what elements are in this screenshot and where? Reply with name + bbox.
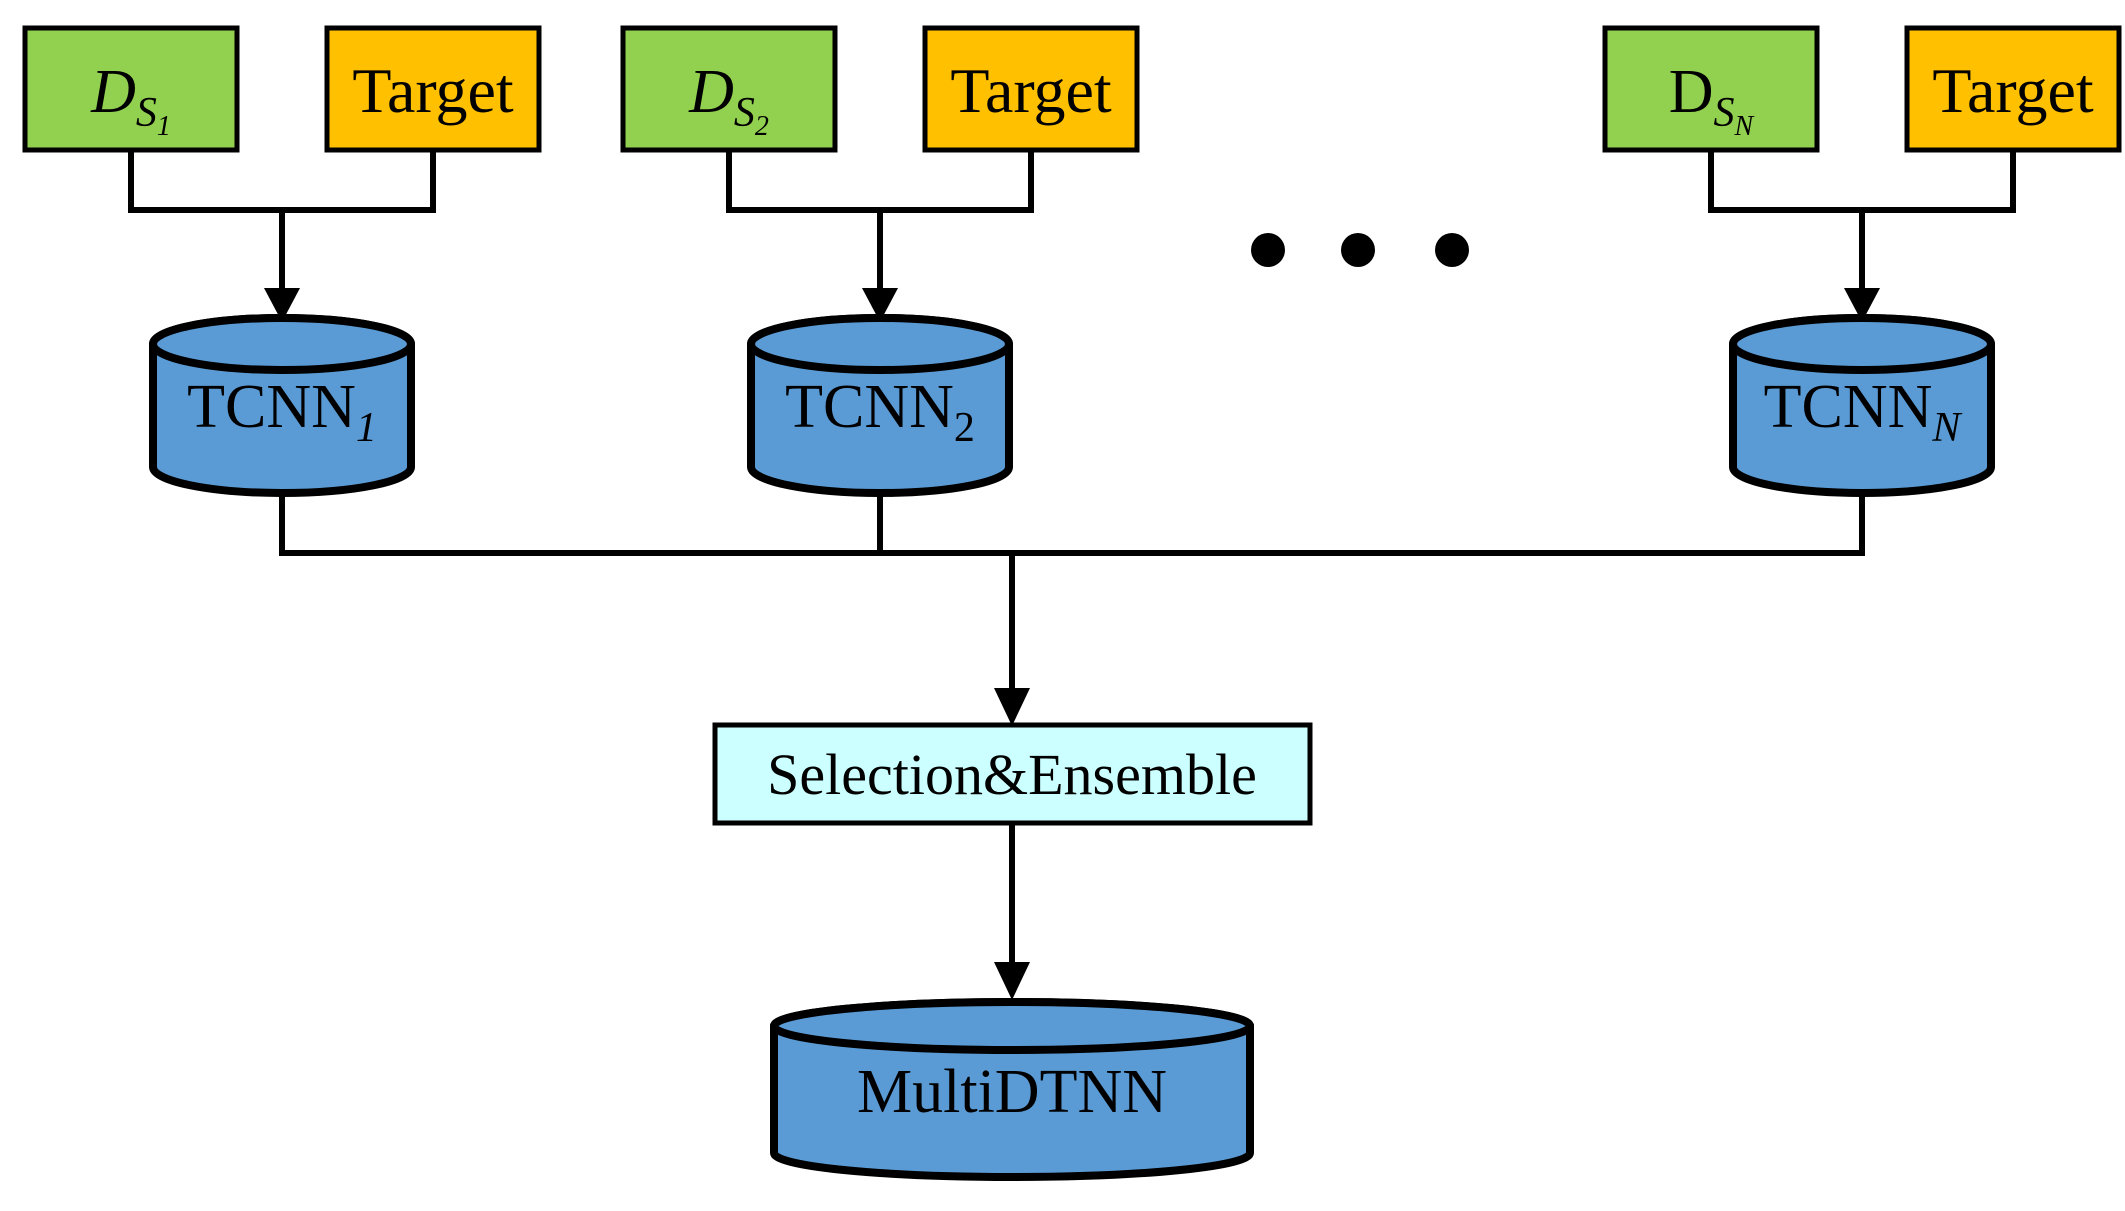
tcnn-cylinder-top-2 (747, 314, 1013, 374)
multidtnn-label: MultiDTNN (857, 1058, 1167, 1126)
arrowhead-icon (994, 688, 1030, 726)
tcnn-cylinder-top-1 (149, 314, 415, 374)
source-dataset-label-1: DS1 (90, 58, 171, 142)
target-box-1 (324, 25, 542, 153)
target-box-n (1904, 25, 2122, 153)
source-dataset-label-2: DS2 (688, 58, 769, 142)
ellipsis-dot (1251, 233, 1285, 267)
target-box-2 (922, 25, 1140, 153)
target-label-2: Target (950, 55, 1112, 126)
arrowhead-icon (1844, 288, 1880, 322)
source-dataset-label-n: DSN (1669, 58, 1755, 142)
tcnn-label-1: TCNN1 (187, 373, 377, 451)
arrowhead-icon (994, 962, 1030, 1000)
arrowhead-icon (862, 288, 898, 322)
source-dataset-box-n (1602, 25, 1820, 153)
selection-ensemble-box (712, 722, 1313, 826)
tcnn-cylinder-top-n (1729, 314, 1995, 374)
group-n: DSN Target TCNNN (1602, 25, 2122, 497)
group-1: DS1 Target TCNN1 (22, 25, 542, 497)
source-dataset-box-1 (22, 25, 240, 153)
arrowhead-icon (264, 288, 300, 322)
target-label-n: Target (1932, 55, 2094, 126)
selection-ensemble-label: Selection&Ensemble (767, 742, 1257, 807)
tcnn-label-n: TCNNN (1764, 373, 1963, 451)
target-label-1: Target (352, 55, 514, 126)
ellipsis-icon (1251, 233, 1469, 267)
source-dataset-box-2 (620, 25, 838, 153)
tcnn-label-2: TCNN2 (785, 373, 975, 451)
multidtnn-cylinder-top (770, 998, 1254, 1054)
bus-connector (279, 493, 1865, 556)
group-2: DS2 Target TCNN2 (620, 25, 1140, 497)
ellipsis-dot (1341, 233, 1375, 267)
ellipsis-dot (1435, 233, 1469, 267)
